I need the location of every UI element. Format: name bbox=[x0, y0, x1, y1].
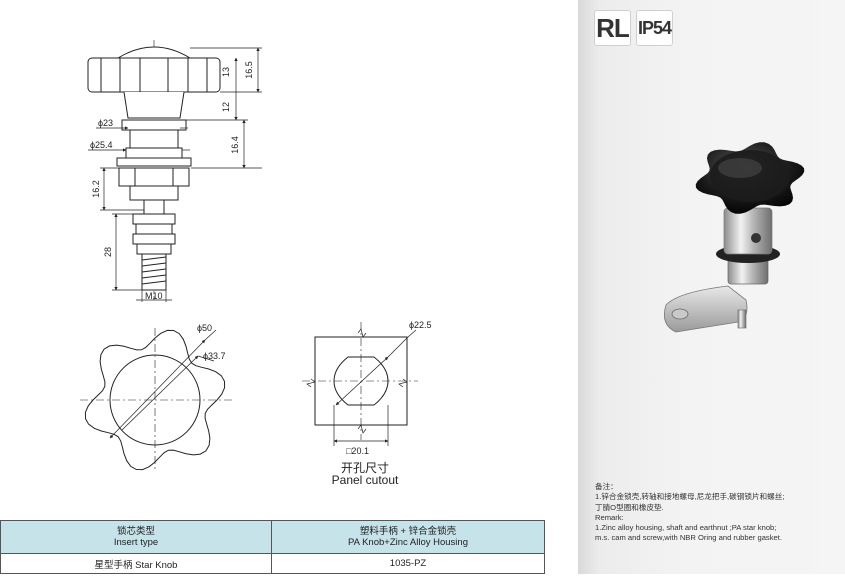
remark-line: 1.Zinc alloy housing, shaft and earthnut… bbox=[595, 523, 777, 533]
side-dimensions bbox=[88, 47, 262, 302]
cell-code: 1035-PZ bbox=[271, 553, 545, 574]
remark-line: m.s. cam and screw,with NBR Oring and ru… bbox=[595, 533, 782, 543]
remark-line: 备注： bbox=[595, 482, 618, 491]
product-photo bbox=[663, 142, 805, 333]
dim-phi25-4: ϕ25.4 bbox=[90, 140, 113, 150]
header-material: 塑料手柄 + 锌合金锁壳 PA Knob+Zinc Alloy Housing bbox=[271, 520, 545, 554]
knob-dimension-labels: ϕ50 ϕ33.7 bbox=[197, 323, 226, 361]
star-knob-top-view bbox=[80, 328, 232, 471]
dim-16-4: 16.4 bbox=[230, 136, 240, 154]
cell-type: 星型手柄 Star Knob bbox=[0, 553, 272, 574]
spec-table-header: 锁芯类型 Insert type 塑料手柄 + 锌合金锁壳 PA Knob+Zi… bbox=[0, 520, 545, 554]
lock-side-view bbox=[87, 40, 221, 300]
cutout-caption-cn: 开孔尺寸 bbox=[340, 461, 389, 475]
table-row: 星型手柄 Star Knob 1035-PZ bbox=[0, 553, 545, 574]
header-insert-type-cn: 锁芯类型 bbox=[116, 526, 155, 537]
drawing-svg: 13 16.5 12 16.4 ϕ23 ϕ25.4 16.2 28 M10 ϕ5… bbox=[80, 40, 432, 471]
cutout-dimension-labels: ϕ22.5 □20.1 bbox=[346, 320, 432, 456]
dim-phi50: ϕ50 bbox=[197, 323, 212, 333]
star-knob-outline bbox=[84, 329, 226, 471]
dim-16-5: 16.5 bbox=[244, 61, 254, 79]
header-insert-type: 锁芯类型 Insert type bbox=[0, 520, 272, 554]
model-badge: RL bbox=[594, 10, 631, 46]
remark-line: Remark: bbox=[595, 512, 624, 522]
remark-line: 丁腈O型圈和橡皮垫. bbox=[595, 502, 664, 512]
dim-phi23: ϕ23 bbox=[98, 118, 113, 128]
panel-cutout-view bbox=[302, 322, 418, 446]
dim-28: 28 bbox=[103, 247, 113, 257]
remarks: 备注： 1.锌合金锁壳,转轴和接地螺母,尼龙把手,碳钢锁片和螺丝; 丁腈O型圈和… bbox=[595, 482, 840, 544]
dim-12: 12 bbox=[221, 102, 231, 112]
dim-phi22-5: ϕ22.5 bbox=[409, 320, 432, 330]
header-insert-type-en: Insert type bbox=[113, 537, 159, 548]
product-panel: RL IP54 备注： 1.锌合 bbox=[578, 0, 845, 574]
dim-sq20-1: □20.1 bbox=[346, 446, 369, 456]
remark-line: 1.锌合金锁壳,转轴和接地螺母,尼龙把手,碳钢锁片和螺丝; bbox=[595, 492, 785, 502]
dim-13: 13 bbox=[221, 67, 231, 77]
header-material-en: PA Knob+Zinc Alloy Housing bbox=[348, 537, 468, 548]
dim-16-2: 16.2 bbox=[91, 180, 101, 198]
technical-drawing-panel: 13 16.5 12 16.4 ϕ23 ϕ25.4 16.2 28 M10 ϕ5… bbox=[0, 40, 545, 574]
cutout-caption-en: Panel cutout bbox=[331, 473, 399, 487]
header-material-cn: 塑料手柄 + 锌合金锁壳 bbox=[359, 526, 457, 537]
dim-m10: M10 bbox=[145, 291, 163, 301]
ip-rating-badge: IP54 bbox=[636, 10, 673, 46]
dim-phi33-7: ϕ33.7 bbox=[203, 351, 226, 361]
spec-table: 锁芯类型 Insert type 塑料手柄 + 锌合金锁壳 PA Knob+Zi… bbox=[0, 520, 545, 574]
side-dimension-labels: 13 16.5 12 16.4 ϕ23 ϕ25.4 16.2 28 M10 bbox=[90, 61, 254, 301]
